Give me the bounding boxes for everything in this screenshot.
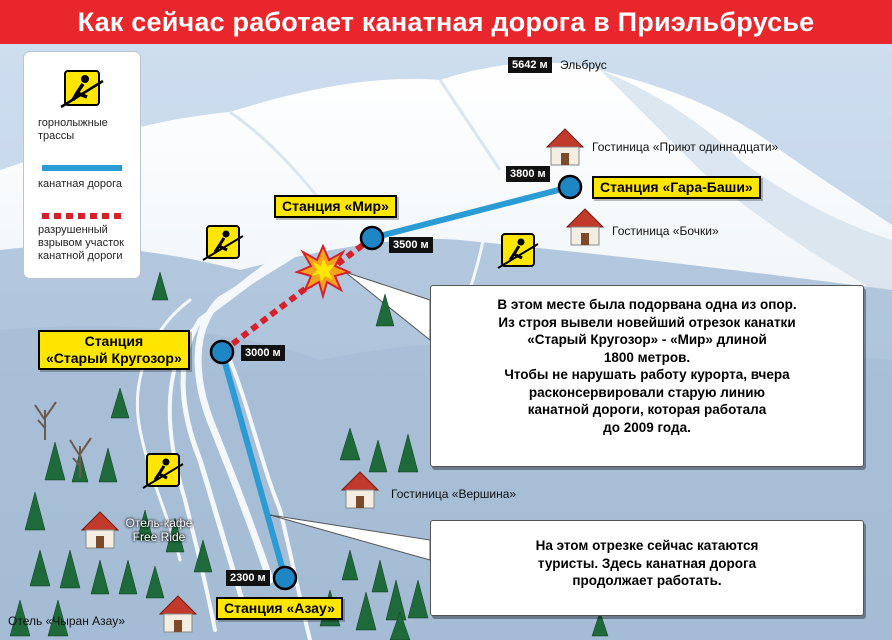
callout-lower-line: продолжает работать. <box>572 573 722 588</box>
house-priyut-icon <box>545 128 585 166</box>
station-marker-krugozor <box>209 339 235 365</box>
hotel-label-bochki: Гостиница «Бочки» <box>612 224 719 238</box>
skier-sign-icon <box>60 70 104 109</box>
ski-sign-icon <box>202 225 244 261</box>
callout-explosion-line: до 2009 года. <box>603 419 691 435</box>
trees <box>9 271 609 640</box>
station-label-mir: Станция «Мир» <box>274 195 397 218</box>
legend-label-destroyed: разрушенный взрывом участок канатной дор… <box>38 224 124 262</box>
legend: горнолыжные трассы канатная дорога разру… <box>24 52 140 278</box>
station-label-azau: Станция «Азау» <box>216 597 343 620</box>
explosion-icon <box>294 243 352 300</box>
blue-line-icon <box>42 165 122 171</box>
callout-lower-line: туристы. Здесь канатная дорога <box>537 555 757 571</box>
callout-explosion-line: расконсервировали старую линию <box>528 384 766 400</box>
red-dashed-line-icon <box>42 213 122 219</box>
hotel-label-chyran-azau: Отель «Чыран Азау» <box>8 614 126 628</box>
house-vershina-icon <box>340 471 380 509</box>
hotel-label-priyut: Гостиница «Приют одиннадцати» <box>592 140 779 154</box>
station-label-krugozor-line1: Станция <box>84 333 144 349</box>
callout-explosion-line: 1800 метров. <box>603 349 691 365</box>
hotel-label-free-ride: Отель-кафе Free Ride <box>124 516 194 544</box>
callout-explosion-line: Чтобы не нарушать работу курорта, вчера <box>504 367 790 382</box>
cable-destroyed-segment <box>220 235 374 355</box>
bare-trees <box>34 401 92 478</box>
callout-lower-line: На этом отрезке сейчас катаются <box>535 538 759 553</box>
legend-label-cable: канатная дорога <box>38 178 123 190</box>
house-free-ride-icon <box>80 511 120 549</box>
callout-explosion-line: канатной дороги, которая работала <box>527 402 767 417</box>
hotel-label-free-ride-line2: Free Ride <box>132 530 186 544</box>
cable-krugozor-azau <box>219 351 288 579</box>
peak-altitude-badge: 5642 м <box>508 57 552 73</box>
station-label-krugozor: Станция «Старый Кругозор» <box>38 330 190 370</box>
station-altitude-krugozor: 3000 м <box>241 345 285 361</box>
ski-sign-icon <box>142 453 184 489</box>
station-marker-gara-bashi <box>557 174 583 200</box>
legend-label-ski-runs: горнолыжные трассы <box>38 117 108 142</box>
house-bochki-icon <box>565 208 605 246</box>
callout-lower: На этом отрезке сейчас катаются туристы.… <box>430 520 864 616</box>
callout-explosion-line: «Старый Кругозор» - «Мир» длиной <box>527 332 767 347</box>
title-bar: Как сейчас работает канатная дорога в Пр… <box>0 0 892 44</box>
peak-name: Эльбрус <box>560 58 607 72</box>
station-label-krugozor-line2: «Старый Кругозор» <box>46 350 182 366</box>
station-altitude-gara-bashi: 3800 м <box>506 166 550 182</box>
cable-gara-bashi-mir <box>371 184 571 241</box>
callout-explosion-line: Из строя вывели новейший отрезок канатки <box>498 314 796 330</box>
station-marker-mir <box>359 225 385 251</box>
hotel-label-vershina: Гостиница «Вершина» <box>391 487 517 501</box>
house-chyran-azau-icon <box>158 595 198 633</box>
station-marker-azau <box>272 565 298 591</box>
ski-sign-icon <box>497 233 539 269</box>
station-label-gara-bashi: Станция «Гара-Баши» <box>592 176 761 199</box>
station-altitude-mir: 3500 м <box>389 237 433 253</box>
callout-explosion: В этом месте была подорвана одна из опор… <box>430 285 864 467</box>
page-title: Как сейчас работает канатная дорога в Пр… <box>77 6 815 37</box>
callout-explosion-line: В этом месте была подорвана одна из опор… <box>497 297 797 312</box>
hotel-label-free-ride-line1: Отель-кафе <box>125 516 193 530</box>
station-altitude-azau: 2300 м <box>226 570 270 586</box>
mountain-ridge <box>229 79 502 201</box>
